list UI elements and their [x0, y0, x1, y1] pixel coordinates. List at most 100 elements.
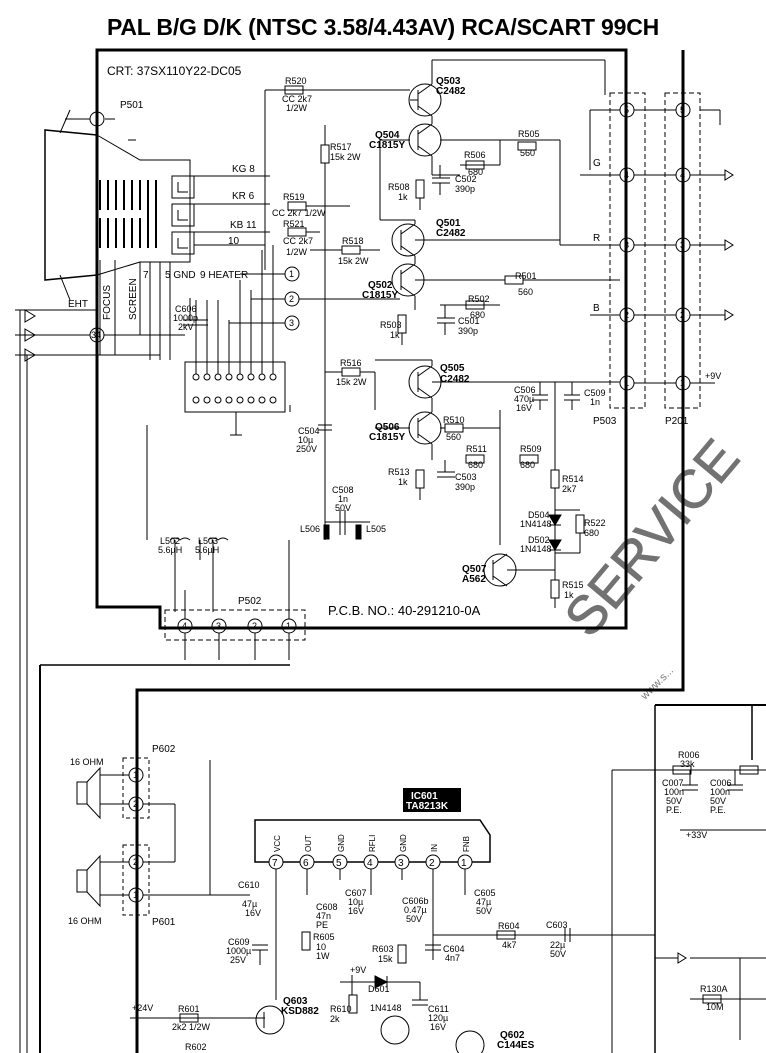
svg-text:1N4148: 1N4148: [370, 1003, 402, 1013]
svg-text:1N4148: 1N4148: [520, 544, 552, 554]
p601-connector: [122, 844, 150, 916]
svg-text:2: 2: [429, 858, 435, 869]
svg-text:5.6µH: 5.6µH: [195, 545, 219, 555]
svg-text:16 OHM: 16 OHM: [68, 916, 102, 926]
svg-text:C501: C501: [458, 316, 480, 326]
svg-text:3: 3: [216, 621, 221, 631]
svg-text:R610: R610: [330, 1004, 352, 1014]
svg-text:47µ: 47µ: [242, 899, 257, 909]
svg-text:250V: 250V: [296, 444, 317, 454]
svg-text:1: 1: [624, 378, 629, 388]
svg-text:680: 680: [520, 460, 535, 470]
svg-text:EHT: EHT: [68, 299, 88, 310]
svg-text:15k 2W: 15k 2W: [330, 152, 361, 162]
svg-text:16V: 16V: [516, 403, 532, 413]
crt-socket: [184, 361, 286, 413]
svg-text:5: 5: [680, 105, 685, 115]
svg-text:50V: 50V: [666, 796, 682, 806]
svg-text:1k: 1k: [564, 590, 574, 600]
svg-text:1: 1: [289, 269, 294, 279]
svg-text:R605: R605: [313, 932, 335, 942]
svg-text:VCC: VCC: [273, 835, 282, 852]
svg-text:Q501: Q501: [436, 218, 461, 229]
svg-text:2k: 2k: [330, 1014, 340, 1024]
svg-text:2: 2: [133, 799, 138, 809]
svg-text:P503: P503: [593, 416, 617, 427]
svg-text:R508: R508: [388, 182, 410, 192]
svg-text:390p: 390p: [455, 184, 475, 194]
svg-text:P201: P201: [665, 416, 689, 427]
svg-text:4: 4: [624, 170, 629, 180]
svg-text:GND: GND: [399, 834, 408, 852]
svg-text:2: 2: [133, 857, 138, 867]
svg-text:Q506: Q506: [375, 422, 400, 433]
svg-text:D601: D601: [368, 984, 390, 994]
svg-text:R522: R522: [584, 518, 606, 528]
svg-text:KG 8: KG 8: [232, 164, 255, 175]
svg-text:1: 1: [680, 378, 685, 388]
svg-text:680: 680: [470, 310, 485, 320]
svg-text:C607: C607: [345, 888, 367, 898]
svg-text:R516: R516: [340, 358, 362, 368]
svg-text:50V: 50V: [476, 906, 492, 916]
svg-text:25V: 25V: [230, 955, 246, 965]
svg-text:C504: C504: [298, 426, 320, 436]
svg-text:Q603: Q603: [283, 996, 308, 1007]
svg-text:C610: C610: [238, 880, 260, 890]
svg-text:3: 3: [624, 240, 629, 250]
svg-text:10µ: 10µ: [348, 897, 363, 907]
svg-text:R601: R601: [178, 1004, 200, 1014]
svg-text:C006: C006: [710, 778, 732, 788]
svg-text:100n: 100n: [710, 787, 730, 797]
svg-text:50V: 50V: [406, 914, 422, 924]
svg-text:GND: GND: [337, 834, 346, 852]
svg-text:4: 4: [182, 621, 187, 631]
svg-text:G: G: [593, 158, 601, 169]
svg-text:P.E.: P.E.: [666, 805, 682, 815]
svg-text:R006: R006: [678, 750, 700, 760]
svg-text:R511: R511: [466, 444, 487, 454]
svg-text:C2482: C2482: [440, 374, 470, 385]
svg-text:R509: R509: [520, 444, 542, 454]
svg-text:C605: C605: [474, 888, 496, 898]
p201-connector: [664, 92, 701, 409]
svg-text:R520: R520: [285, 76, 307, 86]
svg-text:C502: C502: [455, 174, 477, 184]
svg-text:390p: 390p: [455, 482, 475, 492]
svg-text:16 OHM: 16 OHM: [70, 757, 104, 767]
svg-text:2: 2: [680, 310, 685, 320]
svg-text:7: 7: [143, 270, 149, 281]
svg-text:R514: R514: [562, 474, 584, 484]
p602-connector: [122, 757, 150, 819]
svg-text:16V: 16V: [348, 906, 364, 916]
svg-text:2: 2: [624, 310, 629, 320]
svg-text:R506: R506: [464, 150, 486, 160]
svg-text:IC601: IC601: [411, 791, 438, 802]
svg-text:C2482: C2482: [436, 86, 466, 97]
crt-model-label: CRT: 37SX110Y22-DC05: [107, 64, 242, 78]
svg-text:www.s...: www.s...: [638, 665, 676, 703]
svg-text:1n: 1n: [590, 397, 600, 407]
svg-text:C611: C611: [428, 1004, 449, 1014]
svg-text:L502: L502: [160, 536, 180, 546]
svg-text:50V: 50V: [550, 949, 566, 959]
svg-text:TA8213K: TA8213K: [406, 801, 449, 812]
svg-text:R513: R513: [388, 467, 410, 477]
svg-text:R505: R505: [518, 129, 540, 139]
svg-text:Q505: Q505: [440, 363, 465, 374]
svg-text:5: 5: [336, 858, 342, 869]
svg-text:R521: R521: [283, 219, 305, 229]
svg-text:1W: 1W: [316, 951, 330, 961]
svg-text:Q504: Q504: [375, 130, 400, 141]
svg-text:1: 1: [133, 890, 138, 900]
svg-text:C509: C509: [584, 388, 606, 398]
svg-text:1/2W: 1/2W: [286, 103, 308, 113]
ic601-body: [254, 819, 491, 863]
svg-text:2k7: 2k7: [562, 484, 577, 494]
svg-text:CC 2k7: CC 2k7: [282, 94, 312, 104]
svg-text:+9V: +9V: [705, 371, 721, 381]
svg-text:10M: 10M: [706, 1002, 724, 1012]
svg-text:1k: 1k: [398, 477, 408, 487]
